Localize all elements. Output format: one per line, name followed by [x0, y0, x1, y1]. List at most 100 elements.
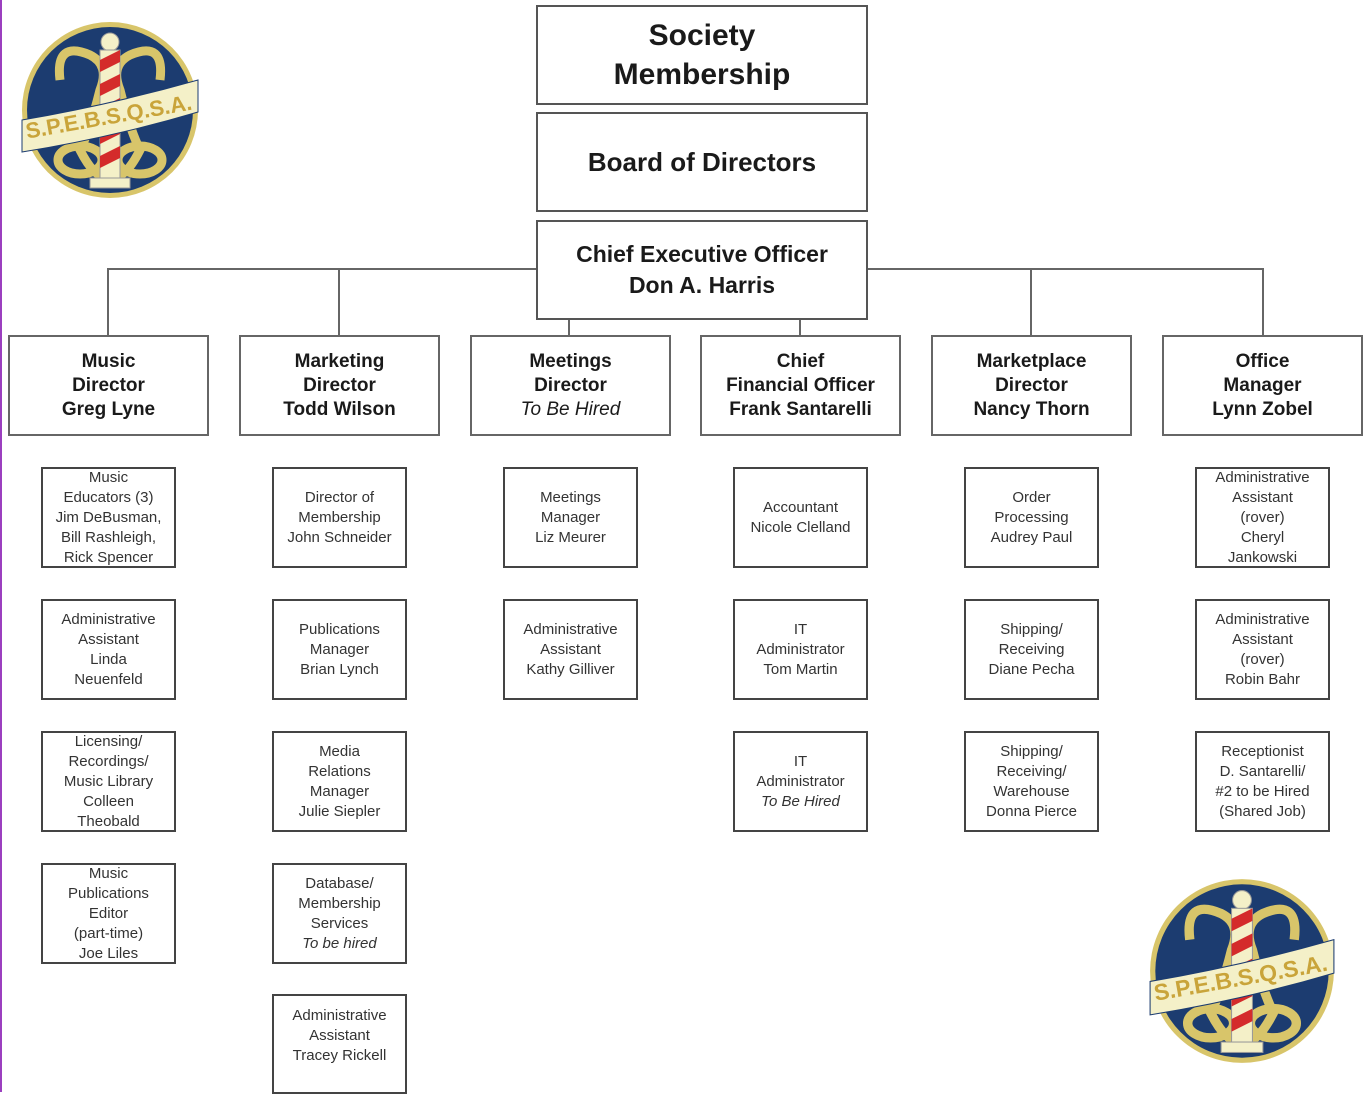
- box-line: Financial Officer: [726, 374, 875, 396]
- staff-box: Meetings Manager Liz Meurer: [503, 467, 638, 568]
- staff-box: Music Educators (3) Jim DeBusman, Bill R…: [41, 467, 176, 568]
- box-line: Assistant: [78, 630, 139, 648]
- box-line: Recordings/: [68, 752, 149, 770]
- ceo-box: Chief Executive Officer Don A. Harris: [536, 220, 868, 320]
- department-box-marketing: Marketing Director Todd Wilson: [239, 335, 440, 436]
- department-box-meetings: Meetings Director To Be Hired: [470, 335, 671, 436]
- box-line: Manager: [540, 508, 601, 526]
- box-line: Publications: [68, 884, 149, 902]
- connector-line: [799, 318, 801, 336]
- staff-box: Order Processing Audrey Paul: [964, 467, 1099, 568]
- box-line: Administrative: [1215, 468, 1310, 486]
- box-line: To Be Hired: [761, 792, 840, 810]
- box-line: Manager: [309, 640, 370, 658]
- box-line: Frank Santarelli: [729, 398, 872, 420]
- box-line: Educators (3): [63, 488, 154, 506]
- box-line: Relations: [308, 762, 371, 780]
- box-line: Meetings: [540, 488, 601, 506]
- staff-box: Music Publications Editor (part-time) Jo…: [41, 863, 176, 964]
- box-line: Director: [72, 374, 145, 396]
- staff-box: Administrative Assistant (rover) Robin B…: [1195, 599, 1330, 700]
- spebsqsa-logo-top-left: S.P.E.B.S.Q.S.A.: [21, 22, 199, 198]
- box-line: Meetings: [529, 350, 612, 372]
- box-line: John Schneider: [287, 528, 392, 546]
- box-line: Administrative: [61, 610, 156, 628]
- box-line: Assistant: [540, 640, 601, 658]
- staff-box: IT Administrator Tom Martin: [733, 599, 868, 700]
- box-line: Linda: [90, 650, 127, 668]
- staff-box: Administrative Assistant Linda Neuenfeld: [41, 599, 176, 700]
- box-line: Kathy Gilliver: [526, 660, 615, 678]
- box-line: Music: [88, 864, 129, 882]
- box-line: Membership: [613, 58, 791, 91]
- box-line: Marketplace: [976, 350, 1087, 372]
- box-line: Media: [319, 742, 360, 760]
- box-line: Administrative: [1215, 610, 1310, 628]
- box-line: Joe Liles: [78, 944, 139, 962]
- box-line: Jankowski: [1227, 548, 1298, 566]
- staff-box: Shipping/ Receiving/ Warehouse Donna Pie…: [964, 731, 1099, 832]
- box-line: (part-time): [73, 924, 144, 942]
- box-line: Tracey Rickell: [292, 1047, 387, 1064]
- box-line: Chief: [776, 350, 825, 372]
- box-line: Marketing: [294, 350, 385, 372]
- box-line: Director of: [304, 488, 375, 506]
- box-line: Manager: [1223, 374, 1302, 396]
- staff-box: Database/ Membership Services To be hire…: [272, 863, 407, 964]
- box-line: Director: [534, 374, 607, 396]
- connector-line: [107, 268, 537, 270]
- box-line: Receiving/: [996, 762, 1067, 780]
- department-box-music: Music Director Greg Lyne: [8, 335, 209, 436]
- box-line: Director: [995, 374, 1068, 396]
- box-line: Licensing/: [74, 732, 143, 750]
- staff-box: Shipping/ Receiving Diane Pecha: [964, 599, 1099, 700]
- box-line: Nicole Clelland: [750, 518, 851, 536]
- staff-box: Administrative Assistant Tracey Rickell: [272, 994, 407, 1094]
- box-line: To be hired: [302, 934, 377, 952]
- connector-line: [107, 268, 109, 336]
- box-line: (rover): [1240, 650, 1285, 668]
- box-line: Services: [310, 914, 369, 932]
- box-line: Director: [303, 374, 376, 396]
- box-line: Todd Wilson: [283, 398, 396, 420]
- box-line: Publications: [299, 620, 380, 638]
- department-box-marketplace: Marketplace Director Nancy Thorn: [931, 335, 1132, 436]
- box-line: Shipping/: [1000, 620, 1063, 638]
- box-line: Manager: [309, 782, 370, 800]
- staff-box: Licensing/ Recordings/ Music Library Col…: [41, 731, 176, 832]
- box-line: Order: [1012, 488, 1051, 506]
- box-line: Assistant: [309, 1027, 370, 1044]
- box-line: Receiving: [998, 640, 1065, 658]
- box-line: (rover): [1240, 508, 1285, 526]
- box-line: Administrator: [756, 640, 845, 658]
- box-line: Board of Directors: [587, 146, 817, 177]
- box-line: Music: [81, 350, 136, 372]
- box-line: Shipping/: [1000, 742, 1063, 760]
- department-box-office: Office Manager Lynn Zobel: [1162, 335, 1363, 436]
- box-line: Bill Rashleigh,: [60, 528, 157, 546]
- box-line: IT: [793, 620, 808, 638]
- box-line: #2 to be Hired: [1215, 782, 1310, 800]
- box-line: Tom Martin: [763, 660, 838, 678]
- box-line: Database/: [305, 874, 374, 892]
- staff-box: Media Relations Manager Julie Siepler: [272, 731, 407, 832]
- staff-box: IT Administrator To Be Hired: [733, 731, 868, 832]
- box-line: Assistant: [1232, 488, 1293, 506]
- connector-line: [338, 268, 340, 336]
- box-line: Administrative: [292, 1007, 387, 1024]
- staff-box: Administrative Assistant Kathy Gilliver: [503, 599, 638, 700]
- box-line: Robin Bahr: [1224, 670, 1301, 688]
- box-line: Assistant: [1232, 630, 1293, 648]
- connector-line: [866, 268, 1264, 270]
- box-line: Audrey Paul: [990, 528, 1073, 546]
- box-line: Nancy Thorn: [973, 398, 1090, 420]
- board-of-directors-box: Board of Directors: [536, 112, 868, 212]
- box-line: Cheryl: [1240, 528, 1285, 546]
- box-line: Donna Pierce: [986, 802, 1077, 820]
- connector-line: [1030, 268, 1032, 336]
- box-line: (Shared Job): [1219, 802, 1306, 820]
- box-line: Colleen: [83, 792, 134, 810]
- box-line: Jim DeBusman,: [55, 508, 162, 526]
- staff-box: Administrative Assistant (rover) Cheryl …: [1195, 467, 1330, 568]
- connector-line: [568, 318, 570, 336]
